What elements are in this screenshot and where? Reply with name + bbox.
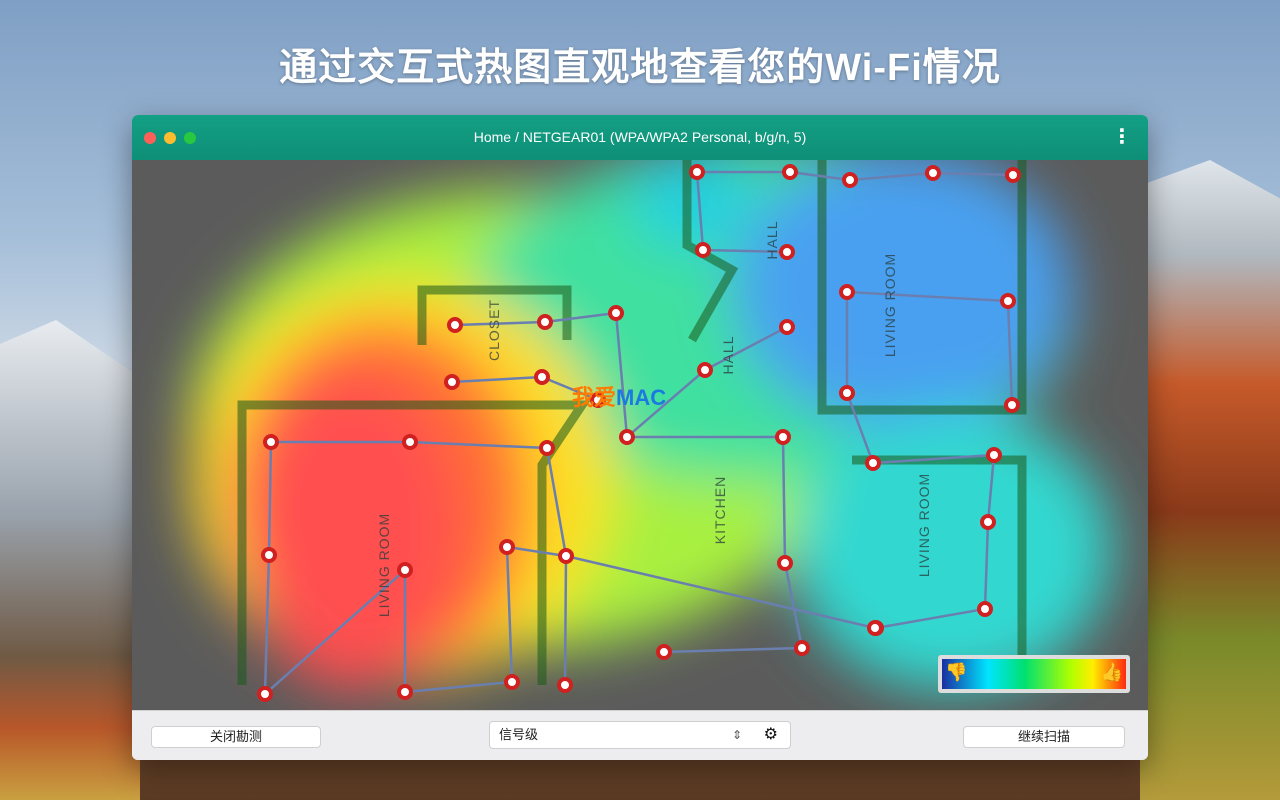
survey-point[interactable] bbox=[839, 284, 855, 300]
metric-select[interactable]: 信号级 ⇕ ⚙ bbox=[489, 721, 791, 749]
minimize-window-button[interactable] bbox=[164, 132, 176, 144]
room-label-closet: CLOSET bbox=[486, 298, 502, 362]
survey-point[interactable] bbox=[794, 640, 810, 656]
room-label-hall-upper: HALL bbox=[764, 220, 780, 260]
room-label-kitchen: KITCHEN bbox=[712, 475, 728, 545]
survey-point[interactable] bbox=[839, 385, 855, 401]
survey-point[interactable] bbox=[865, 455, 881, 471]
survey-path bbox=[663, 436, 804, 654]
thumbs-down-icon: 👎 bbox=[945, 662, 968, 682]
survey-point[interactable] bbox=[534, 369, 550, 385]
thumbs-up-icon: 👍 bbox=[1100, 662, 1123, 682]
survey-point[interactable] bbox=[842, 172, 858, 188]
survey-point[interactable] bbox=[782, 164, 798, 180]
legend-gradient: 👎 👍 bbox=[942, 659, 1126, 689]
survey-point[interactable] bbox=[1000, 293, 1016, 309]
close-window-button[interactable] bbox=[144, 132, 156, 144]
survey-point[interactable] bbox=[537, 314, 553, 330]
survey-point[interactable] bbox=[697, 362, 713, 378]
app-window: Home / NETGEAR01 (WPA/WPA2 Personal, b/g… bbox=[132, 115, 1148, 760]
survey-point[interactable] bbox=[539, 440, 555, 456]
chevron-updown-icon: ⇕ bbox=[731, 728, 742, 742]
survey-point[interactable] bbox=[977, 601, 993, 617]
survey-point[interactable] bbox=[779, 319, 795, 335]
survey-point[interactable] bbox=[499, 539, 515, 555]
survey-point[interactable] bbox=[1005, 167, 1021, 183]
watermark-brand2: MAC bbox=[616, 385, 667, 410]
survey-point[interactable] bbox=[777, 555, 793, 571]
survey-point[interactable] bbox=[447, 317, 463, 333]
survey-point[interactable] bbox=[980, 514, 996, 530]
survey-point[interactable] bbox=[263, 434, 279, 450]
survey-point[interactable] bbox=[397, 562, 413, 578]
title-bar: Home / NETGEAR01 (WPA/WPA2 Personal, b/g… bbox=[132, 115, 1148, 160]
heatmap-svg bbox=[192, 160, 1112, 702]
heatmap-canvas[interactable]: CLOSET HALL HALL LIVING ROOM LIVING ROOM… bbox=[132, 160, 1148, 710]
survey-point[interactable] bbox=[402, 434, 418, 450]
background-mountain-left bbox=[0, 320, 140, 800]
survey-point[interactable] bbox=[397, 684, 413, 700]
room-label-living-room-upper-right: LIVING ROOM bbox=[882, 252, 898, 358]
signal-legend: 👎 👍 bbox=[938, 655, 1130, 693]
survey-point[interactable] bbox=[986, 447, 1002, 463]
survey-point[interactable] bbox=[619, 429, 635, 445]
window-title: Home / NETGEAR01 (WPA/WPA2 Personal, b/g… bbox=[473, 129, 807, 145]
bottom-toolbar: 关闭勘测 信号级 ⇕ ⚙ 继续扫描 bbox=[132, 710, 1148, 760]
survey-point[interactable] bbox=[656, 644, 672, 660]
survey-point[interactable] bbox=[695, 242, 711, 258]
survey-point[interactable] bbox=[925, 165, 941, 181]
survey-point[interactable] bbox=[1004, 397, 1020, 413]
survey-point[interactable] bbox=[590, 392, 606, 408]
continue-scan-button[interactable]: 继续扫描 bbox=[963, 726, 1125, 748]
close-survey-button[interactable]: 关闭勘测 bbox=[151, 726, 321, 748]
background-mountain-right bbox=[1140, 160, 1280, 800]
survey-point[interactable] bbox=[261, 547, 277, 563]
vertical-ellipsis-icon[interactable]: ⋮ bbox=[1112, 126, 1132, 148]
survey-point[interactable] bbox=[608, 305, 624, 321]
survey-point[interactable] bbox=[504, 674, 520, 690]
survey-path bbox=[454, 311, 629, 438]
watermark: 我爱MAC bbox=[572, 380, 666, 412]
survey-point[interactable] bbox=[558, 548, 574, 564]
survey-point[interactable] bbox=[257, 686, 273, 702]
headline: 通过交互式热图直观地查看您的Wi-Fi情况 bbox=[279, 47, 1001, 89]
survey-path bbox=[623, 325, 788, 439]
room-label-living-room-lower-right: LIVING ROOM bbox=[916, 472, 932, 578]
metric-select-value: 信号级 bbox=[499, 727, 539, 742]
survey-point[interactable] bbox=[444, 374, 460, 390]
room-label-living-room-left: LIVING ROOM bbox=[376, 512, 392, 618]
survey-point[interactable] bbox=[557, 677, 573, 693]
survey-point[interactable] bbox=[779, 244, 795, 260]
room-label-hall-lower: HALL bbox=[720, 335, 736, 375]
survey-point[interactable] bbox=[775, 429, 791, 445]
survey-point[interactable] bbox=[867, 620, 883, 636]
watermark-brand: 我爱 bbox=[572, 385, 617, 410]
gear-icon[interactable]: ⚙ bbox=[763, 726, 778, 743]
zoom-window-button[interactable] bbox=[184, 132, 196, 144]
survey-point[interactable] bbox=[689, 164, 705, 180]
